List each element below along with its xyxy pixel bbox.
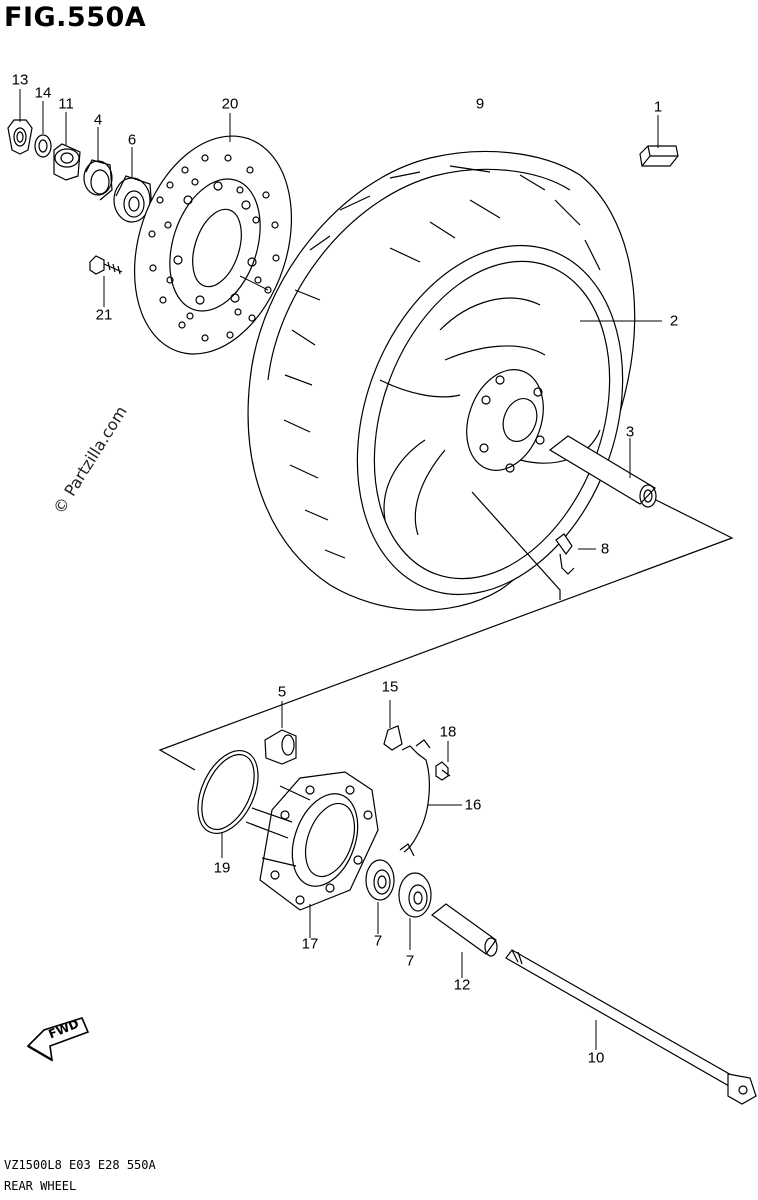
spacer-part-12 [431, 903, 498, 957]
callout-14: 14 [34, 84, 52, 102]
spacer-part-3 [548, 435, 657, 508]
figure-title: FIG.550A [4, 2, 147, 33]
callout-4: 4 [93, 111, 103, 129]
callout-6: 6 [127, 131, 137, 149]
callout-9: 9 [475, 95, 485, 113]
washer-part-14 [34, 134, 52, 158]
callout-18: 18 [439, 723, 457, 741]
callout-11: 11 [58, 95, 74, 113]
bearing-part-7b [398, 872, 432, 918]
valve-cap-part-1 [639, 145, 679, 167]
callout-17: 17 [301, 935, 319, 953]
callout-15: 15 [381, 678, 399, 696]
callout-7b: 7 [405, 952, 415, 970]
callout-3: 3 [625, 423, 635, 441]
spacer-part-11 [53, 143, 81, 181]
callout-8: 8 [600, 540, 610, 558]
callout-5: 5 [277, 683, 287, 701]
callout-19: 19 [213, 859, 231, 877]
callout-16: 16 [464, 796, 482, 814]
bearing-part-7a [365, 859, 395, 901]
callout-20: 20 [221, 95, 239, 113]
screw-part-18 [435, 761, 451, 781]
seal-part-4 [83, 159, 113, 201]
fwd-arrow-icon [26, 1017, 90, 1062]
axle-part-10 [505, 949, 757, 1105]
callout-12: 12 [453, 976, 471, 994]
brake-disc-part-20 [133, 135, 293, 355]
callout-2: 2 [669, 312, 679, 330]
sensor-lead-part-16 [399, 739, 431, 857]
leader-lines [19, 89, 662, 1050]
diagram-code: VZ1500L8 E03 E28 550A [4, 1158, 156, 1172]
sprocket-hub-part-17 [245, 771, 379, 911]
callout-1: 1 [653, 98, 663, 116]
callout-10: 10 [587, 1049, 605, 1067]
clip-part-15 [383, 725, 403, 751]
valve-part-8 [555, 533, 575, 575]
nut-part-13 [7, 119, 33, 155]
o-ring-part-19 [197, 750, 259, 834]
assembly-guide-lines [158, 491, 734, 771]
callout-21: 21 [95, 306, 113, 324]
diagram-name: REAR WHEEL [4, 1179, 77, 1193]
disc-bolt-part-21 [89, 255, 123, 275]
callout-7a: 7 [373, 932, 383, 950]
damper-part-5 [264, 729, 297, 765]
callout-13: 13 [11, 71, 29, 89]
